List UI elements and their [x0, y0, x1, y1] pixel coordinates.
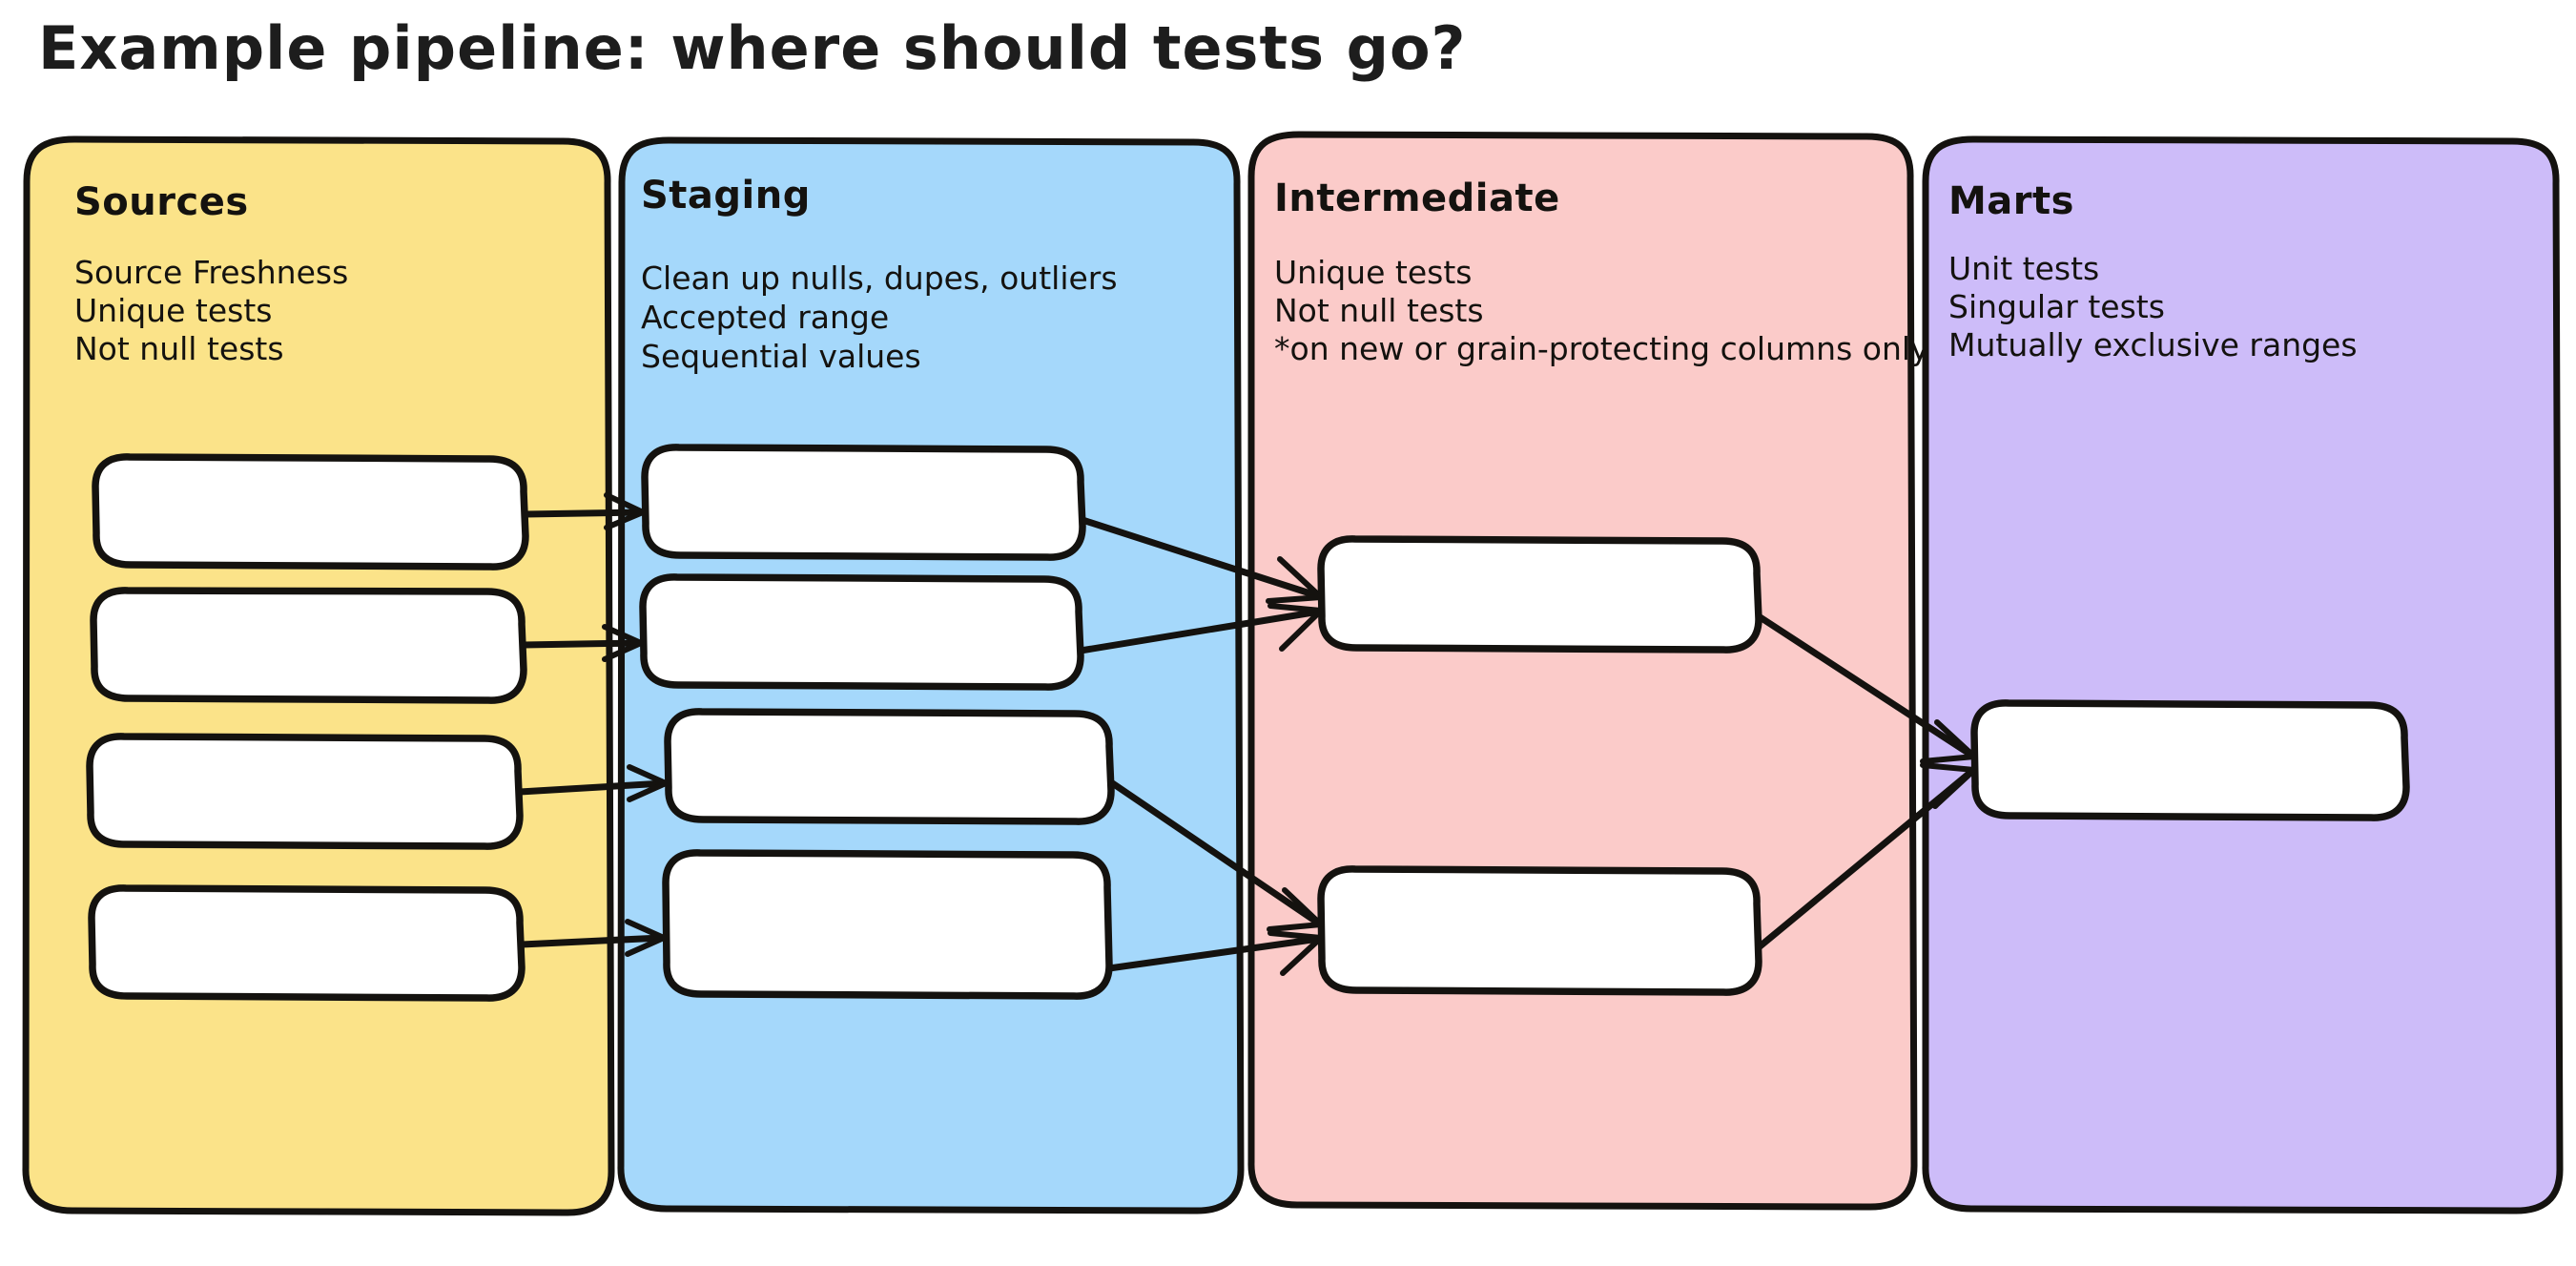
panel-line-sources-0: Source Freshness — [74, 254, 348, 291]
page-title: Example pipeline: where should tests go? — [38, 13, 1467, 83]
node-src-1[interactable] — [92, 453, 529, 571]
column-staging[interactable]: Staging Clean up nulls, dupes, outliers … — [617, 136, 1245, 1214]
edge-stg1-int1 — [1079, 516, 1324, 604]
panel-title-marts: Marts — [1948, 179, 2074, 223]
node-src-2[interactable] — [90, 587, 527, 704]
panel-title-intermediate: Intermediate — [1274, 176, 1560, 220]
edge-src4-stg4 — [518, 919, 667, 957]
node-mart-1[interactable] — [1970, 699, 2410, 821]
node-stg-3[interactable] — [664, 708, 1115, 825]
node-src-3[interactable] — [86, 733, 524, 850]
panel-title-staging: Staging — [641, 174, 811, 218]
panel-line-marts-0: Unit tests — [1948, 250, 2099, 287]
column-sources[interactable]: Sources Source Freshness Unique tests No… — [22, 135, 615, 1216]
panel-line-staging-1: Accepted range — [641, 299, 889, 336]
node-int-2[interactable] — [1317, 865, 1762, 996]
panel-line-sources-2: Not null tests — [74, 330, 284, 367]
column-intermediate[interactable]: Intermediate Unique tests Not null tests… — [1247, 131, 1929, 1211]
node-int-1[interactable] — [1317, 535, 1762, 654]
panel-line-marts-2: Mutually exclusive ranges — [1948, 326, 2358, 363]
panel-line-intermediate-1: Not null tests — [1274, 292, 1484, 329]
panel-line-marts-1: Singular tests — [1948, 288, 2165, 325]
edge-src1-stg1 — [522, 492, 646, 530]
node-stg-1[interactable] — [641, 444, 1086, 561]
panel-title-sources: Sources — [74, 180, 249, 224]
panel-line-staging-0: Clean up nulls, dupes, outliers — [641, 259, 1118, 297]
edge-src3-stg3 — [516, 764, 669, 802]
panel-line-intermediate-0: Unique tests — [1274, 254, 1472, 291]
edge-int1-mart1 — [1755, 612, 1977, 764]
edge-stg4-int2 — [1105, 930, 1324, 976]
node-stg-2[interactable] — [639, 573, 1084, 691]
column-marts[interactable]: Marts Unit tests Singular tests Mutually… — [1922, 135, 2564, 1214]
panel-line-sources-1: Unique tests — [74, 292, 272, 329]
node-stg-4[interactable] — [662, 849, 1113, 1000]
edge-src2-stg2 — [520, 624, 644, 662]
node-src-4[interactable] — [88, 884, 526, 1002]
panel-line-staging-2: Sequential values — [641, 338, 921, 375]
panel-marts-shape — [1922, 135, 2564, 1214]
edge-stg2-int1 — [1077, 603, 1324, 654]
panel-line-intermediate-2: *on new or grain-protecting columns only — [1274, 330, 1929, 367]
edge-int2-mart1 — [1755, 762, 1977, 951]
edge-stg3-int2 — [1107, 778, 1324, 932]
